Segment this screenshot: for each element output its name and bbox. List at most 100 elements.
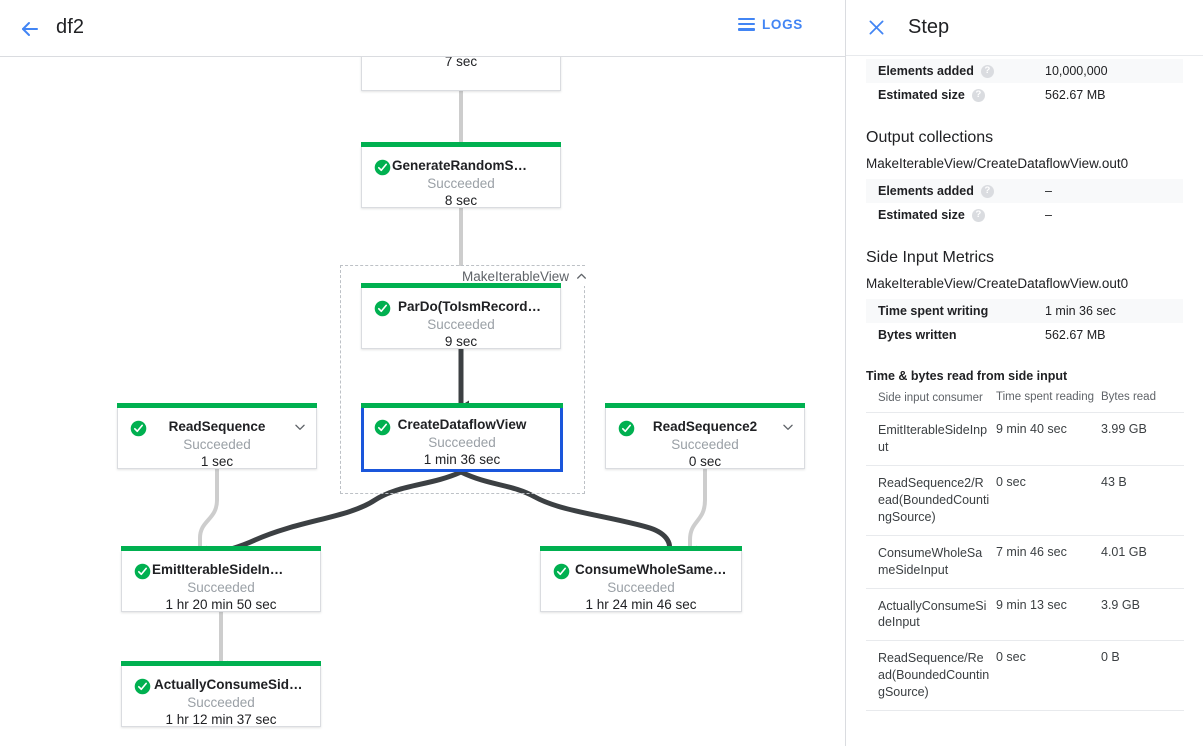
logs-button-label: LOGS [761,17,803,32]
check-circle-icon [134,678,151,695]
metric-value: 1 min 36 sec [1045,304,1116,318]
panel-title: Step [908,16,950,38]
cell-consumer: ReadSequence2/Read(BoundedCountingSource… [878,476,990,524]
table-row[interactable]: ReadSequence2/Read(BoundedCountingSource… [866,466,1184,536]
metric-value: – [1045,184,1052,198]
cell-consumer: ActuallyConsumeSideInput [878,598,987,630]
cell-time: 9 min 40 sec [996,422,1067,437]
list-icon [737,17,755,32]
metric-row: Estimated size ? – [866,203,1183,227]
node-duration: 0 sec [688,454,722,469]
cell-consumer: ReadSequence/Read(BoundedCountingSource) [878,651,990,699]
side-input-write-metrics-table: Time spent writing 1 min 36 sec Bytes wr… [866,299,1183,347]
node-status: Succeeded [607,580,675,595]
metric-value: 562.67 MB [1045,88,1106,102]
cell-bytes: 43 B [1101,475,1127,490]
graph-node-consume-whole-same-side-input[interactable]: ConsumeWholeSameSi… Succeeded 1 hr 24 mi… [540,546,742,612]
chevron-down-icon[interactable] [781,420,795,434]
help-icon[interactable]: ? [971,88,985,102]
table-row[interactable]: ConsumeWholeSameSideInput 7 min 46 sec 4… [866,536,1184,589]
node-status: Succeeded [427,317,495,332]
graph-canvas[interactable]: MakeIterableView Succeeded 7 sec [0,57,845,746]
panel-body[interactable]: .out0 Elements added ? 10,000,000 Estima… [846,56,1203,746]
arrow-left-icon[interactable] [14,13,46,45]
node-status: Succeeded [427,176,495,191]
node-status-accent [361,142,561,147]
node-name: ParDo(ToIsmRecordFor… [398,299,560,314]
node-status: Succeeded [187,695,255,710]
cell-time: 9 min 13 sec [996,597,1067,612]
cell-bytes: 3.9 GB [1101,597,1140,612]
node-status-accent [361,283,561,288]
help-icon[interactable]: ? [980,64,994,78]
cell-bytes: 3.99 GB [1101,422,1147,437]
node-name: CreateDataflowView [397,417,527,432]
metric-row: Estimated size ? 562.67 MB [866,83,1183,107]
node-duration: 8 sec [444,193,478,208]
node-duration: 9 sec [444,334,478,349]
group-label-text: MakeIterableView [462,268,570,284]
graph-node-read-sequence[interactable]: ReadSequence Succeeded 1 sec [117,403,317,469]
table-row[interactable]: ActuallyConsumeSideInput 9 min 13 sec 3.… [866,589,1184,642]
metric-row: Elements added ? – [866,179,1183,203]
side-input-collection-name: MakeIterableView/CreateDataflowView.out0 [866,276,1129,291]
node-name: GenerateRandomSIData [392,158,547,173]
node-duration: 1 min 36 sec [423,452,501,467]
cell-consumer: ConsumeWholeSameSideInput [878,545,983,577]
graph-node-emit-iterable-side-input[interactable]: EmitIterableSideInput Succeeded 1 hr 20 … [121,546,321,612]
help-icon[interactable]: ? [980,184,994,198]
check-circle-icon [374,159,391,176]
metric-row: Bytes written 562.67 MB [866,323,1183,347]
column-header-bytes: Bytes read [1101,391,1156,403]
panel-header: Step [846,0,1203,56]
graph-node-clipped-top[interactable]: Succeeded 7 sec [361,57,561,91]
metric-key: Elements added ? [878,184,994,198]
check-circle-icon [618,420,635,437]
page-title: df2 [56,16,85,38]
check-circle-icon [553,563,570,580]
side-input-table-title: Time & bytes read from side input [866,369,1068,383]
metric-row: Elements added ? 10,000,000 [866,59,1183,83]
metric-key: Estimated size ? [878,208,985,222]
node-name: ReadSequence [168,419,266,434]
node-name: ActuallyConsumeSideI… [154,677,314,692]
check-circle-icon [130,420,147,437]
output-metrics-table: Elements added ? – Estimated size ? – [866,179,1183,227]
node-status-accent [605,403,805,408]
graph-node-generate-random-si-data[interactable]: GenerateRandomSIData Succeeded 8 sec [361,142,561,208]
node-status: Succeeded [428,435,496,450]
input-metrics-table: Elements added ? 10,000,000 Estimated si… [866,59,1183,107]
group-label-makeiterableview[interactable]: MakeIterableView [458,266,593,286]
help-icon[interactable]: ? [971,208,985,222]
metric-value: 10,000,000 [1045,64,1108,78]
node-status-accent [540,546,742,551]
graph-node-pardo-toismrecordfor[interactable]: ParDo(ToIsmRecordFor… Succeeded 9 sec [361,283,561,349]
graph-node-actually-consume-side-input[interactable]: ActuallyConsumeSideI… Succeeded 1 hr 12 … [121,661,321,727]
metric-key: Time spent writing [878,304,989,318]
node-status: Succeeded [671,437,739,452]
node-duration: 7 sec [444,57,478,69]
job-graph-pane: df2 LOGS [0,13,845,746]
chevron-up-icon [577,273,587,279]
output-collection-name: MakeIterableView/CreateDataflowView.out0 [866,156,1129,171]
metric-key: Bytes written [878,328,957,342]
node-status: Succeeded [187,580,255,595]
group-box-makeiterableview [340,265,585,494]
cell-bytes: 4.01 GB [1101,544,1147,559]
check-circle-icon [374,419,391,436]
column-header-time: Time spent reading [996,391,1095,403]
node-status-accent [121,546,321,551]
graph-node-read-sequence-2[interactable]: ReadSequence2 Succeeded 0 sec [605,403,805,469]
table-row[interactable]: ReadSequence/Read(BoundedCountingSource)… [866,641,1184,711]
cell-bytes: 0 B [1101,650,1120,665]
chevron-down-icon[interactable] [293,420,307,434]
node-name: ReadSequence2 [652,419,758,434]
logs-button[interactable]: LOGS [737,17,803,32]
table-row[interactable]: EmitIterableSideInput 9 min 40 sec 3.99 … [866,413,1184,467]
graph-node-create-dataflow-view[interactable]: CreateDataflowView Succeeded 1 min 36 se… [361,403,563,472]
metric-value: 562.67 MB [1045,328,1106,342]
close-icon[interactable] [862,14,890,42]
node-status-accent [121,661,321,666]
column-header-consumer: Side input consumer [878,392,983,404]
